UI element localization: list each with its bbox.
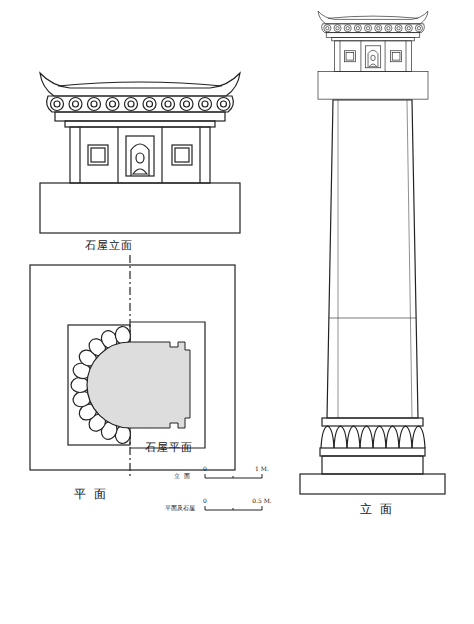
scale-label: 0.5 M. [252,498,272,504]
stone-house-plan [130,322,205,448]
view-title: 立面 [360,503,400,515]
scale-bars [205,474,262,510]
platform [300,474,445,494]
scale-label: 0 [203,498,207,504]
view-title: 石屋平面 [145,442,193,453]
view-title: 石屋立面 [85,240,133,251]
lotus-band [322,418,423,426]
scale-label: 1 M. [255,466,269,472]
plinth [322,456,423,474]
stone-house-elevation [40,73,240,233]
scale-label: 0 [203,466,207,472]
column-shaft [327,100,418,418]
column-joint [329,318,416,319]
lotus-petals [71,326,132,445]
view-title: 平面 [74,488,114,500]
lotus-base [321,426,425,448]
scale-label: 立面 [174,473,194,479]
top-stone-house [318,11,428,99]
plan-inner-square [68,325,130,445]
plan-outer-square [30,265,235,470]
scale-label: 平面及石屋 [165,505,195,511]
